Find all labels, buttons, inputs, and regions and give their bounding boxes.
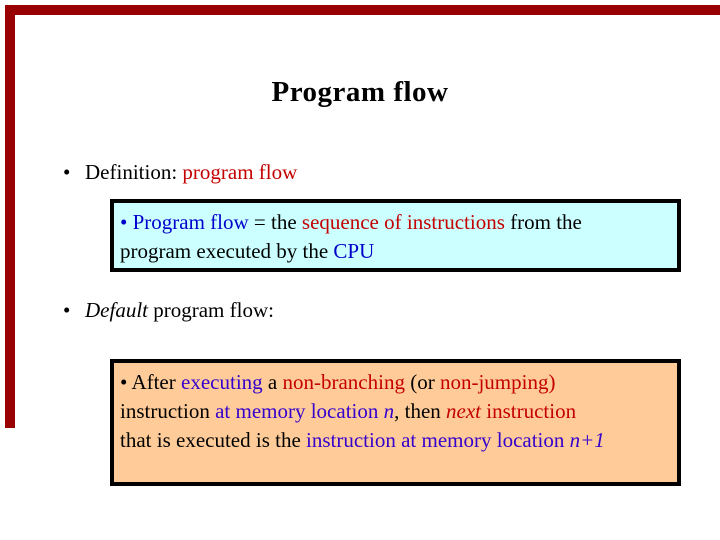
text-segment: at memory location xyxy=(215,399,384,423)
top-accent-bar xyxy=(5,5,720,15)
text-segment: next xyxy=(446,399,482,423)
text-segment: non-jumping) xyxy=(439,370,556,394)
box-line: • After executing a non-branching (or no… xyxy=(120,368,673,397)
text-segment: program flow xyxy=(182,160,298,184)
text-segment: = the xyxy=(248,210,302,234)
bullet-item-default-flow: • Default program flow: xyxy=(63,298,274,323)
text-segment: that is executed is the xyxy=(120,428,307,452)
text-segment: Default xyxy=(85,298,148,322)
text-segment: program executed by the xyxy=(120,239,334,263)
text-segment: sequence of instructions xyxy=(301,210,505,234)
text-segment: CPU xyxy=(333,239,375,263)
text-segment: • Program flow xyxy=(120,210,249,234)
text-segment: instruction xyxy=(481,399,577,423)
bullet-marker: • xyxy=(63,298,71,322)
text-segment: • After xyxy=(120,370,182,394)
text-segment: n xyxy=(383,399,395,423)
bullet-marker: • xyxy=(63,160,71,184)
bullet-item-definition: • Definition: program flow xyxy=(63,160,297,185)
text-segment: Definition: xyxy=(85,160,183,184)
text-segment: (or xyxy=(404,370,440,394)
text-segment: program flow: xyxy=(148,298,274,322)
slide-title: Program flow xyxy=(271,76,449,108)
text-segment: , then xyxy=(394,399,447,423)
definition-box: • Program flow = the sequence of instruc… xyxy=(110,199,681,272)
default-flow-box: • After executing a non-branching (or no… xyxy=(110,359,681,486)
bullet-text: Definition: program flow xyxy=(85,160,297,184)
box-line: instruction at memory location n, then n… xyxy=(120,397,673,426)
box-line: program executed by the CPU xyxy=(120,237,673,266)
text-segment: n+1 xyxy=(569,428,605,452)
box-line: that is executed is the instruction at m… xyxy=(120,426,673,455)
text-segment: instruction at memory location xyxy=(306,428,570,452)
left-accent-bar xyxy=(5,5,15,428)
text-segment: instruction xyxy=(120,399,216,423)
text-segment: non-branching xyxy=(282,370,405,394)
bullet-text: Default program flow: xyxy=(85,298,274,322)
text-segment: from the xyxy=(504,210,582,234)
text-segment: a xyxy=(262,370,283,394)
text-segment: executing xyxy=(181,370,263,394)
box-line: • Program flow = the sequence of instruc… xyxy=(120,208,673,237)
